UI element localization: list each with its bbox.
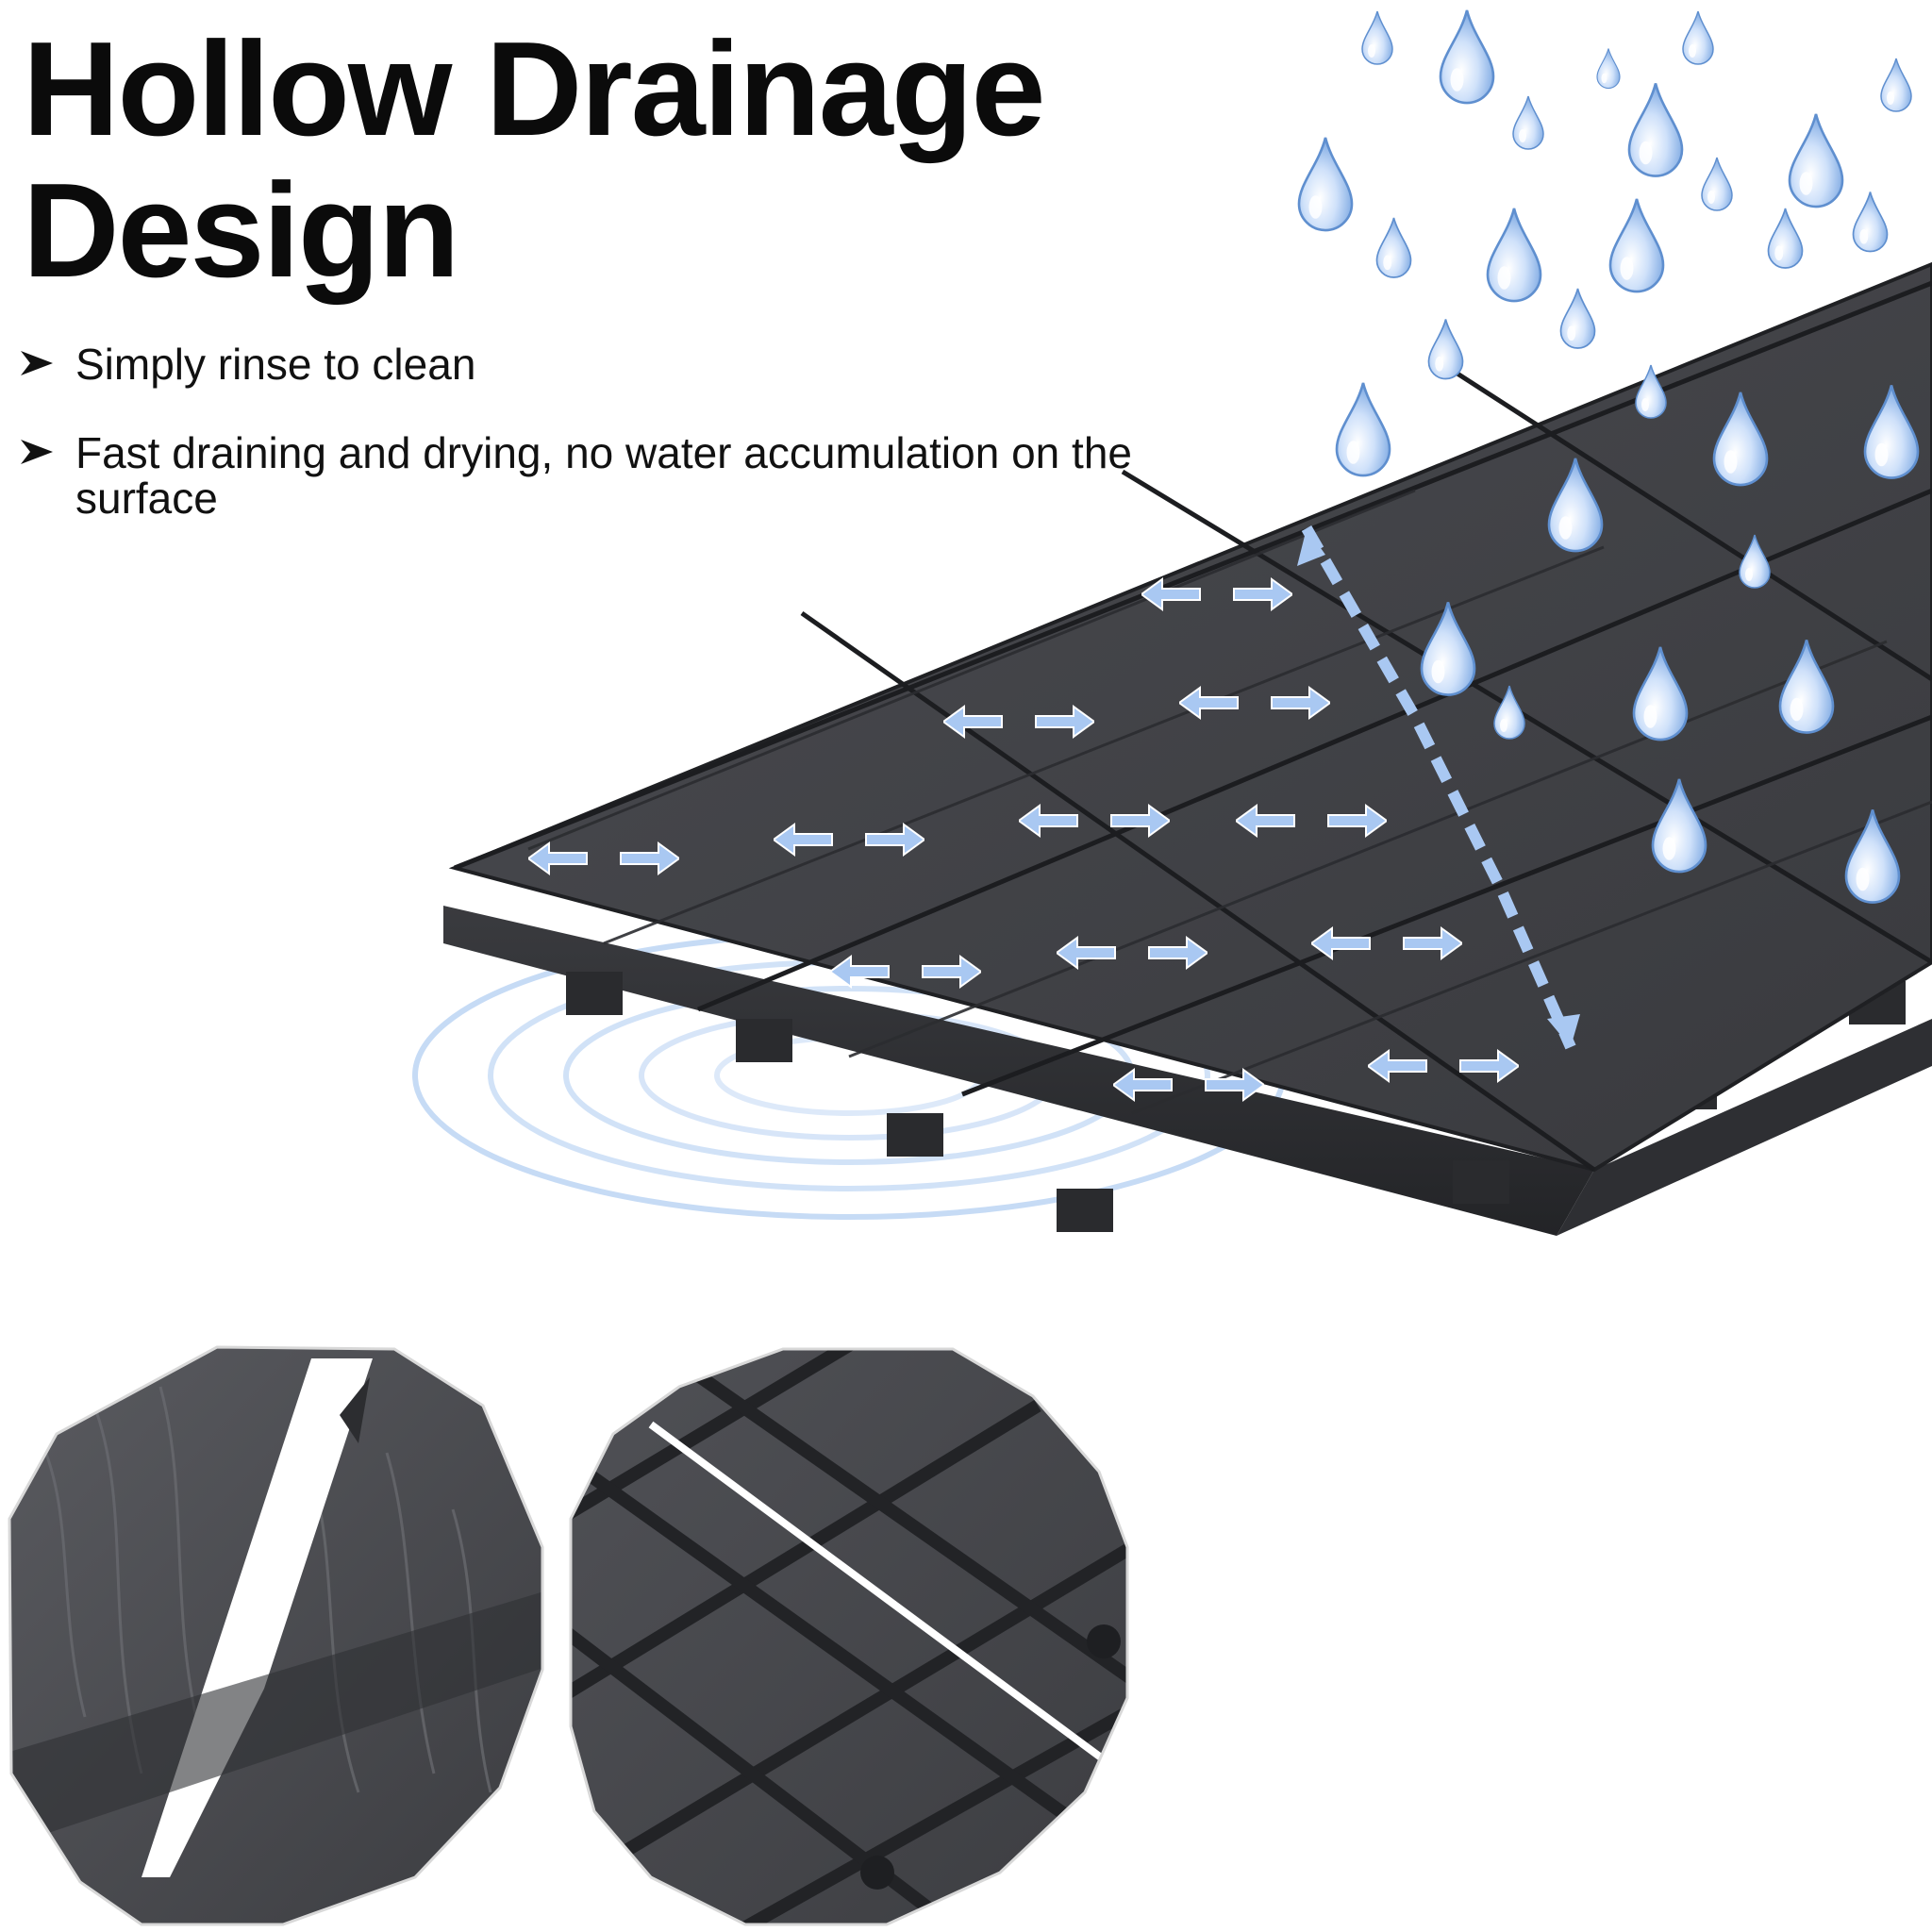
arrowhead-icon [21, 440, 53, 464]
surface-closeup-frame [8, 1345, 544, 1926]
page-title: Hollow Drainage Design [23, 14, 1045, 306]
feature-text: Simply rinse to clean [75, 340, 476, 389]
page-title-line-2: Design [23, 156, 459, 306]
drainage-arrows [528, 525, 1580, 1101]
underside-closeup-frame [569, 1347, 1129, 1926]
page-title-line-1: Hollow Drainage [23, 14, 1045, 164]
underside-grid-closeup [571, 1349, 1127, 1924]
feature-item-rinse: Simply rinse to clean [19, 341, 1189, 387]
feature-list: Simply rinse to clean Fast draining and … [19, 341, 1189, 564]
feature-text: Fast draining and drying, no water accum… [75, 428, 1132, 523]
surface-detail-closeup [9, 1347, 542, 1924]
arrowhead-icon [21, 351, 53, 375]
feature-item-draining: Fast draining and drying, no water accum… [19, 430, 1189, 521]
